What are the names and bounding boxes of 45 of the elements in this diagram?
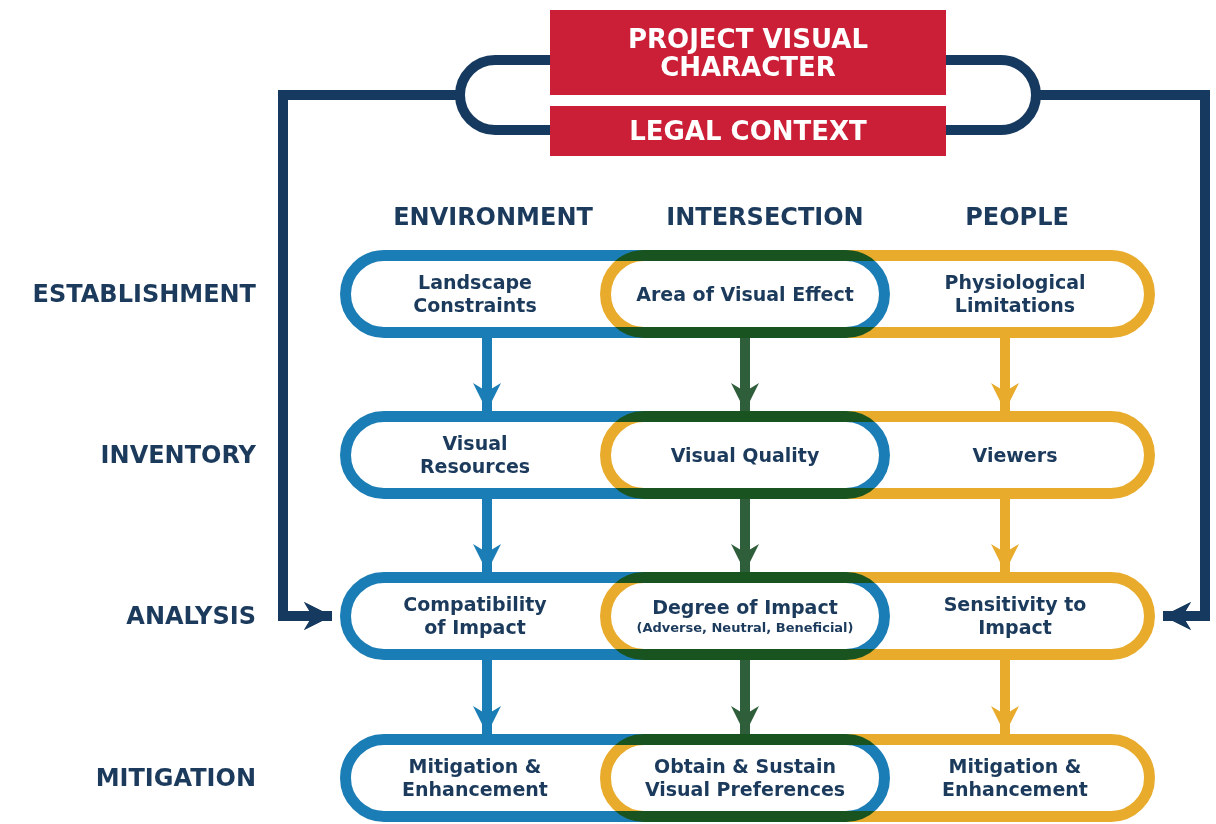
rounded-box — [340, 734, 600, 822]
column-header: INTERSECTION — [666, 203, 864, 231]
rounded-box — [600, 734, 890, 822]
node-text: Physiological Limitations — [943, 271, 1087, 317]
node-text: Landscape Constraints — [412, 271, 538, 317]
arrow — [731, 338, 759, 411]
row-label: ESTABLISHMENT — [32, 280, 256, 308]
node-text: Obtain & Sustain Visual Preferences — [643, 755, 847, 801]
column-header: ENVIRONMENT — [393, 203, 593, 231]
row-label: MITIGATION — [95, 764, 256, 792]
title-box — [550, 106, 946, 156]
arrow — [991, 338, 1019, 411]
rounded-box — [600, 411, 890, 499]
node-text: Area of Visual Effect — [636, 282, 854, 306]
arrow — [991, 499, 1019, 572]
rounded-box — [890, 734, 1155, 822]
rounded-box — [890, 250, 1155, 338]
arrow — [731, 660, 759, 734]
arrow — [473, 338, 501, 411]
arrow — [473, 660, 501, 734]
arrow — [991, 660, 1019, 734]
rounded-box — [340, 411, 600, 499]
rounded-box — [600, 572, 890, 660]
title-box — [550, 10, 946, 95]
node-text: Degree of Impact — [652, 596, 838, 619]
node-text: Visual Quality — [670, 443, 820, 467]
arrow — [473, 499, 501, 572]
rounded-box — [890, 411, 1155, 499]
arrow — [731, 499, 759, 572]
column-header: PEOPLE — [965, 203, 1069, 231]
node-text: Sensitivity to Impact — [942, 593, 1088, 639]
row-label: ANALYSIS — [126, 602, 256, 630]
rounded-box — [340, 572, 600, 660]
node-text: Compatibility of Impact — [402, 593, 548, 639]
rounded-box — [600, 250, 890, 338]
node-subtext: (Adverse, Neutral, Beneficial) — [636, 619, 854, 636]
box-title: LEGAL CONTEXT — [629, 117, 867, 145]
node-text: Mitigation & Enhancement — [941, 755, 1089, 801]
node-text: Visual Resources — [418, 432, 532, 478]
node-text: Mitigation & Enhancement — [401, 755, 549, 801]
rounded-box — [340, 250, 600, 338]
row-label: INVENTORY — [100, 441, 256, 469]
node-text: Viewers — [972, 443, 1058, 467]
box-title: PROJECT VISUAL CHARACTER — [627, 24, 869, 81]
rounded-box — [890, 572, 1155, 660]
